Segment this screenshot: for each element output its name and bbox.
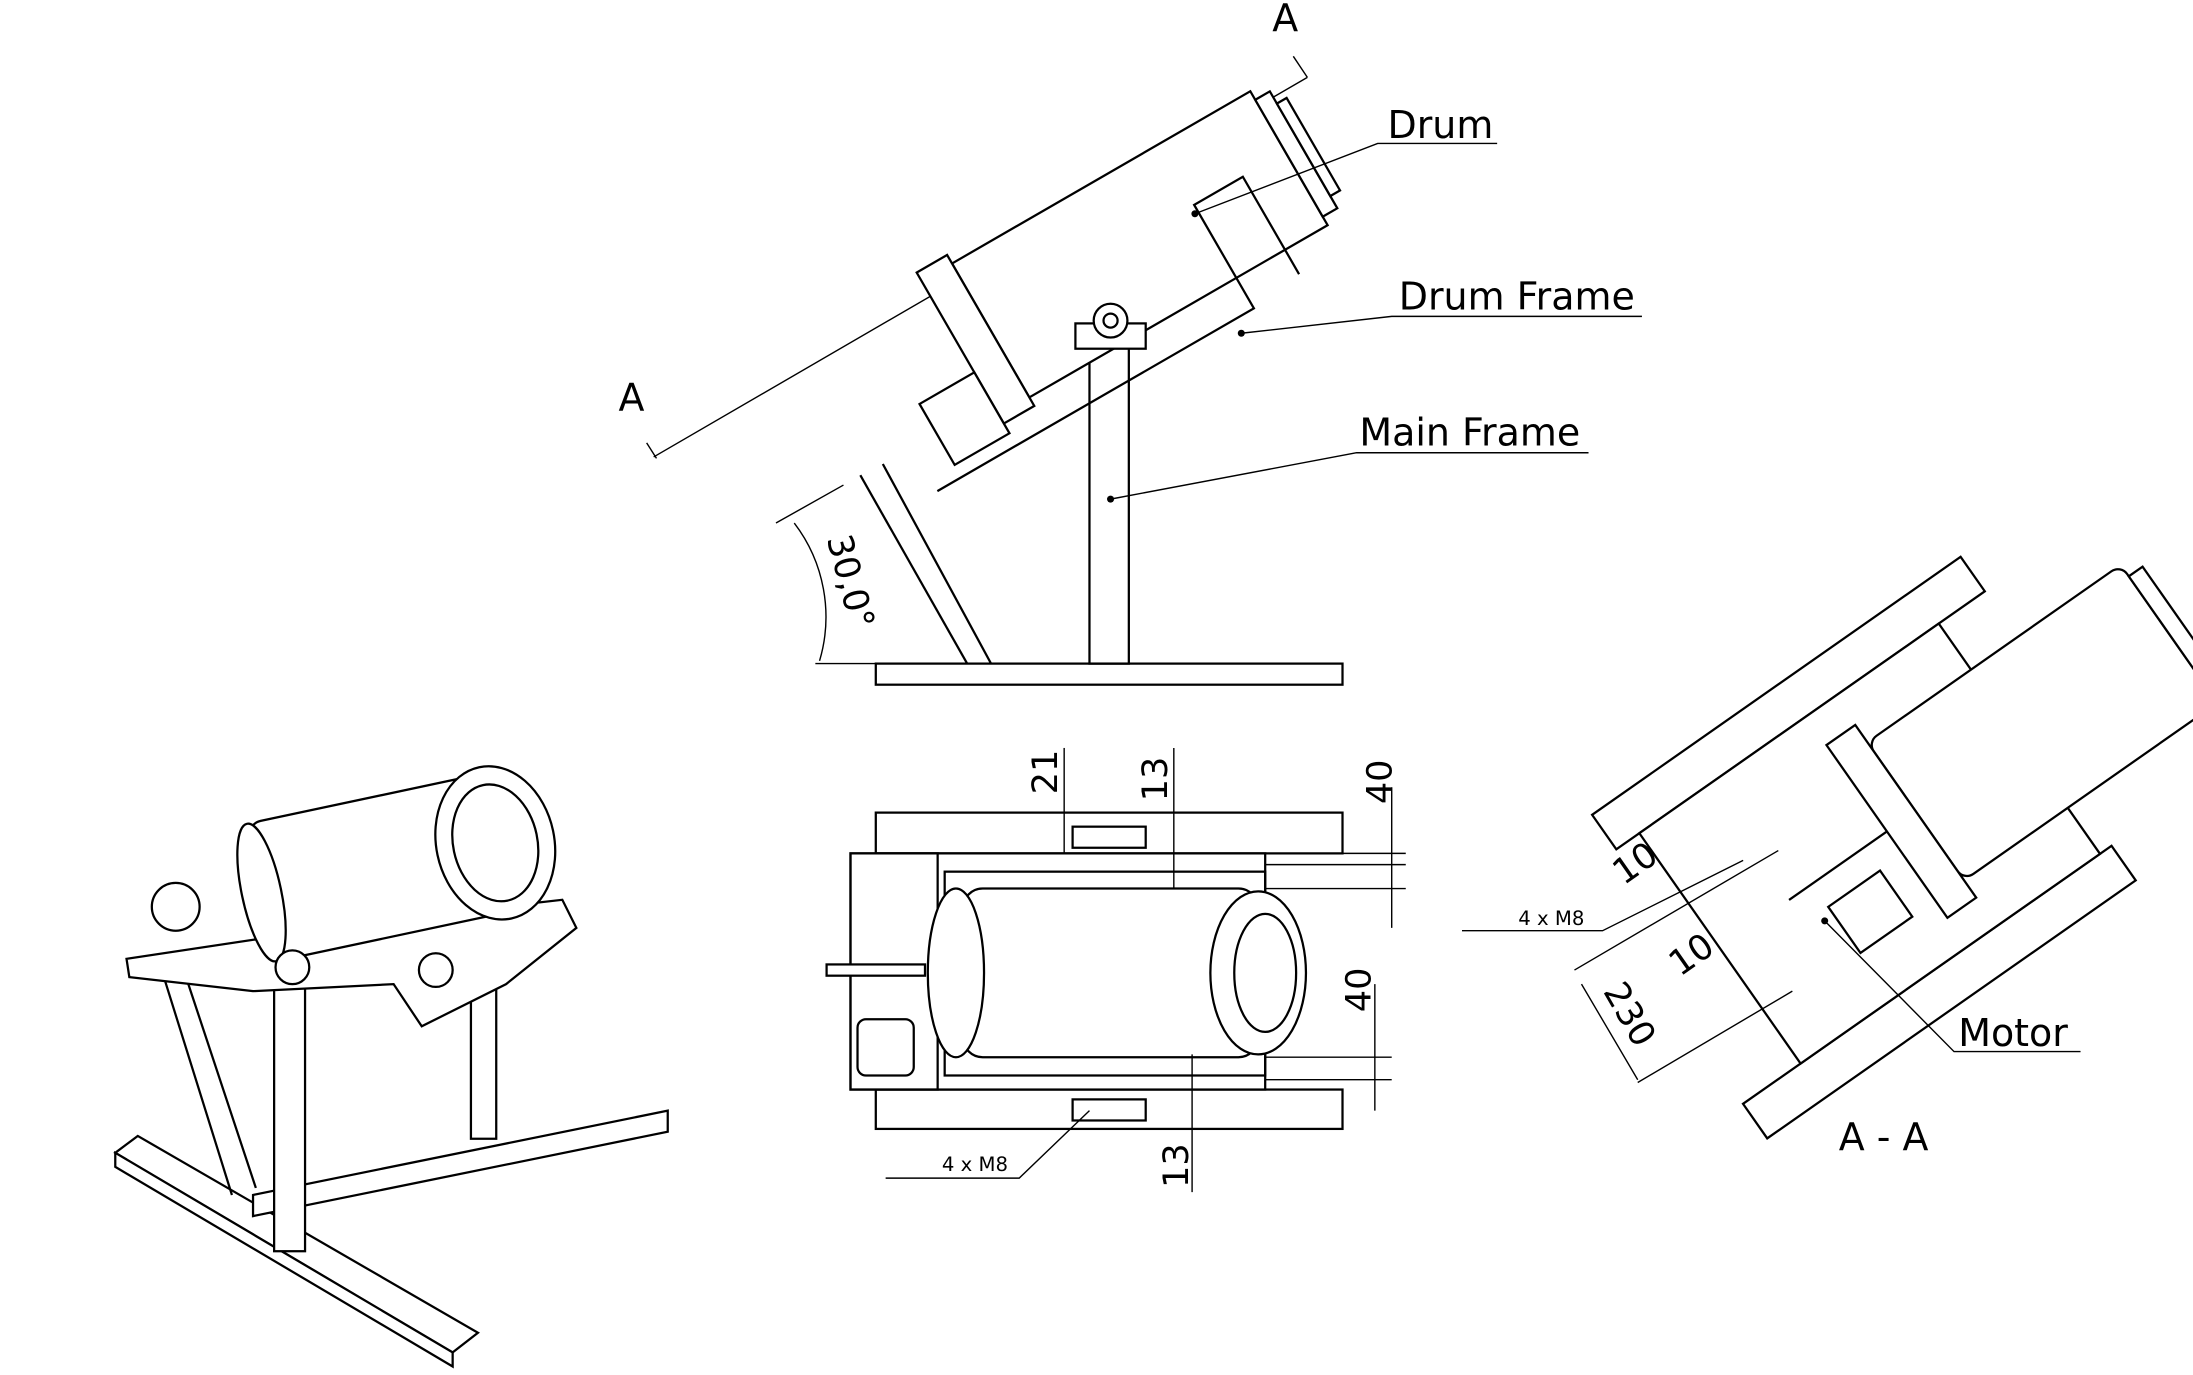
base-plate: [874, 662, 1344, 686]
dim-40-bottom: 40: [1339, 968, 1380, 1013]
front-bolts-label: 4 x M8: [942, 1153, 1008, 1176]
label-drum: Drum: [1387, 103, 1493, 147]
dim-13-top: 13: [1135, 757, 1176, 802]
section-mark-top: A: [1272, 0, 1298, 40]
drum-frame: [936, 175, 1301, 493]
dim-230: 230: [1595, 975, 1664, 1054]
motor: [1826, 869, 1914, 955]
side-view: A A Drum Drum Frame Main Frame 30,0°: [619, 0, 1642, 686]
drum: [950, 89, 1330, 399]
dim-40-top: 40: [1360, 759, 1401, 804]
angle-dimension: 30,0°: [818, 530, 882, 633]
label-motor: Motor: [1958, 1011, 2068, 1055]
dim-21: 21: [1025, 750, 1066, 795]
label-drum-frame: Drum Frame: [1399, 274, 1635, 318]
section-a-a: Motor 4 x M8 10 10 230 A - A: [1462, 555, 2193, 1159]
label-main-frame: Main Frame: [1359, 411, 1580, 455]
section-bolts-label: 4 x M8: [1518, 907, 1584, 930]
section-mark-bottom: A: [619, 376, 645, 420]
angle-dimension-arc: [793, 522, 827, 661]
dim-13-bottom: 13: [1156, 1143, 1197, 1188]
front-view: 21 13 40 40 13 4 x M8: [825, 747, 1406, 1193]
section-title: A - A: [1839, 1115, 1929, 1159]
isometric-view: [113, 765, 669, 1369]
